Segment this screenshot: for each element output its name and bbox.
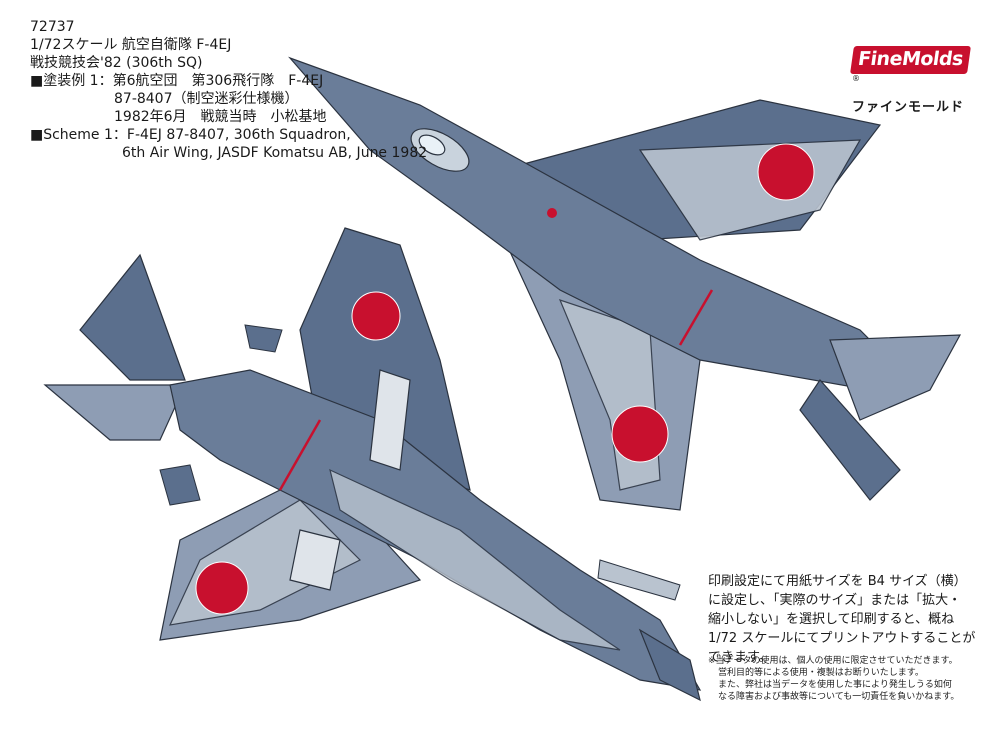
loose-panel-part	[244, 324, 283, 353]
print-note-line: 1/72 スケールにてプリントアウトすることが	[708, 631, 976, 646]
hinomaru-roundel-icon	[547, 208, 557, 218]
bottom-red-stripe	[278, 419, 322, 491]
logo-katakana: ファインモールド	[852, 100, 965, 115]
scheme-en-line-2: 6th Air Wing, JASDF Komatsu AB, June 198…	[122, 145, 428, 161]
top-red-stripe	[678, 289, 714, 346]
bottom-tail-fin	[79, 253, 186, 381]
finemolds-logo-icon: FineMolds® ファインモールド	[850, 46, 972, 115]
bottom-fuselage-light	[329, 468, 621, 651]
event-subtitle: 戦技競技会'82 (306th SQ)	[30, 55, 203, 71]
hinomaru-roundel-icon	[351, 291, 401, 341]
print-note-line: 印刷設定にて用紙サイズを B4 サイズ（横）	[708, 574, 967, 589]
disclaimer-line: また、弊社は当データを使用した事により発生しうる如何	[718, 680, 952, 690]
drop-tank-part	[597, 559, 681, 601]
disclaimer-line: なる障害および事故等についても一切責任を負いかねます。	[718, 692, 960, 702]
product-code: 72737	[30, 19, 75, 35]
print-note-line: に設定し、「実際のサイズ」または「拡大・	[708, 593, 962, 608]
disclaimer-line: 営利目的等による使用・複製はお断りいたします。	[718, 668, 924, 678]
loose-panel-part	[159, 464, 201, 506]
print-instructions: 印刷設定にて用紙サイズを B4 サイズ（横） に設定し、「実際のサイズ」または「…	[708, 572, 978, 667]
logo-brand: FineMolds	[850, 46, 971, 74]
usage-disclaimer: ※当データの使用は、個人の使用に限定させていただきます。 営利目的等による使用・…	[708, 655, 978, 703]
top-canopy-glass	[418, 134, 446, 156]
scheme-jp-line-2: 87-8407（制空迷彩仕様機）	[114, 91, 299, 107]
scale-title: 1/72スケール 航空自衛隊 F-4EJ	[30, 37, 232, 53]
print-note-line: 縮小しない」を選択して印刷すると、概ね	[708, 612, 955, 627]
model-info-block: 72737 1/72スケール 航空自衛隊 F-4EJ 戦技競技会'82 (306…	[30, 18, 427, 162]
scheme-jp-line-3: 1982年6月 戦競当時 小松基地	[114, 109, 327, 125]
hinomaru-roundel-icon	[757, 143, 815, 201]
bottom-engine-panel-2	[289, 529, 341, 591]
bottom-tail-fin-low	[43, 384, 186, 441]
top-stabilizer	[829, 334, 962, 421]
scheme-jp-line-1: ■塗装例 1：第6航空団 第306飛行隊 F-4EJ	[30, 73, 324, 89]
disclaimer-line: ※当データの使用は、個人の使用に限定させていただきます。	[708, 656, 958, 666]
bottom-nose	[638, 628, 701, 702]
print-note-line: できます。	[708, 650, 772, 665]
bottom-engine-panel	[369, 369, 411, 471]
hinomaru-roundel-icon	[611, 405, 669, 463]
scheme-en-line-1: ■Scheme 1：F-4EJ 87-8407, 306th Squadron,	[30, 127, 351, 143]
hinomaru-roundel-icon	[195, 561, 249, 615]
top-stabilizer-low	[799, 379, 901, 501]
